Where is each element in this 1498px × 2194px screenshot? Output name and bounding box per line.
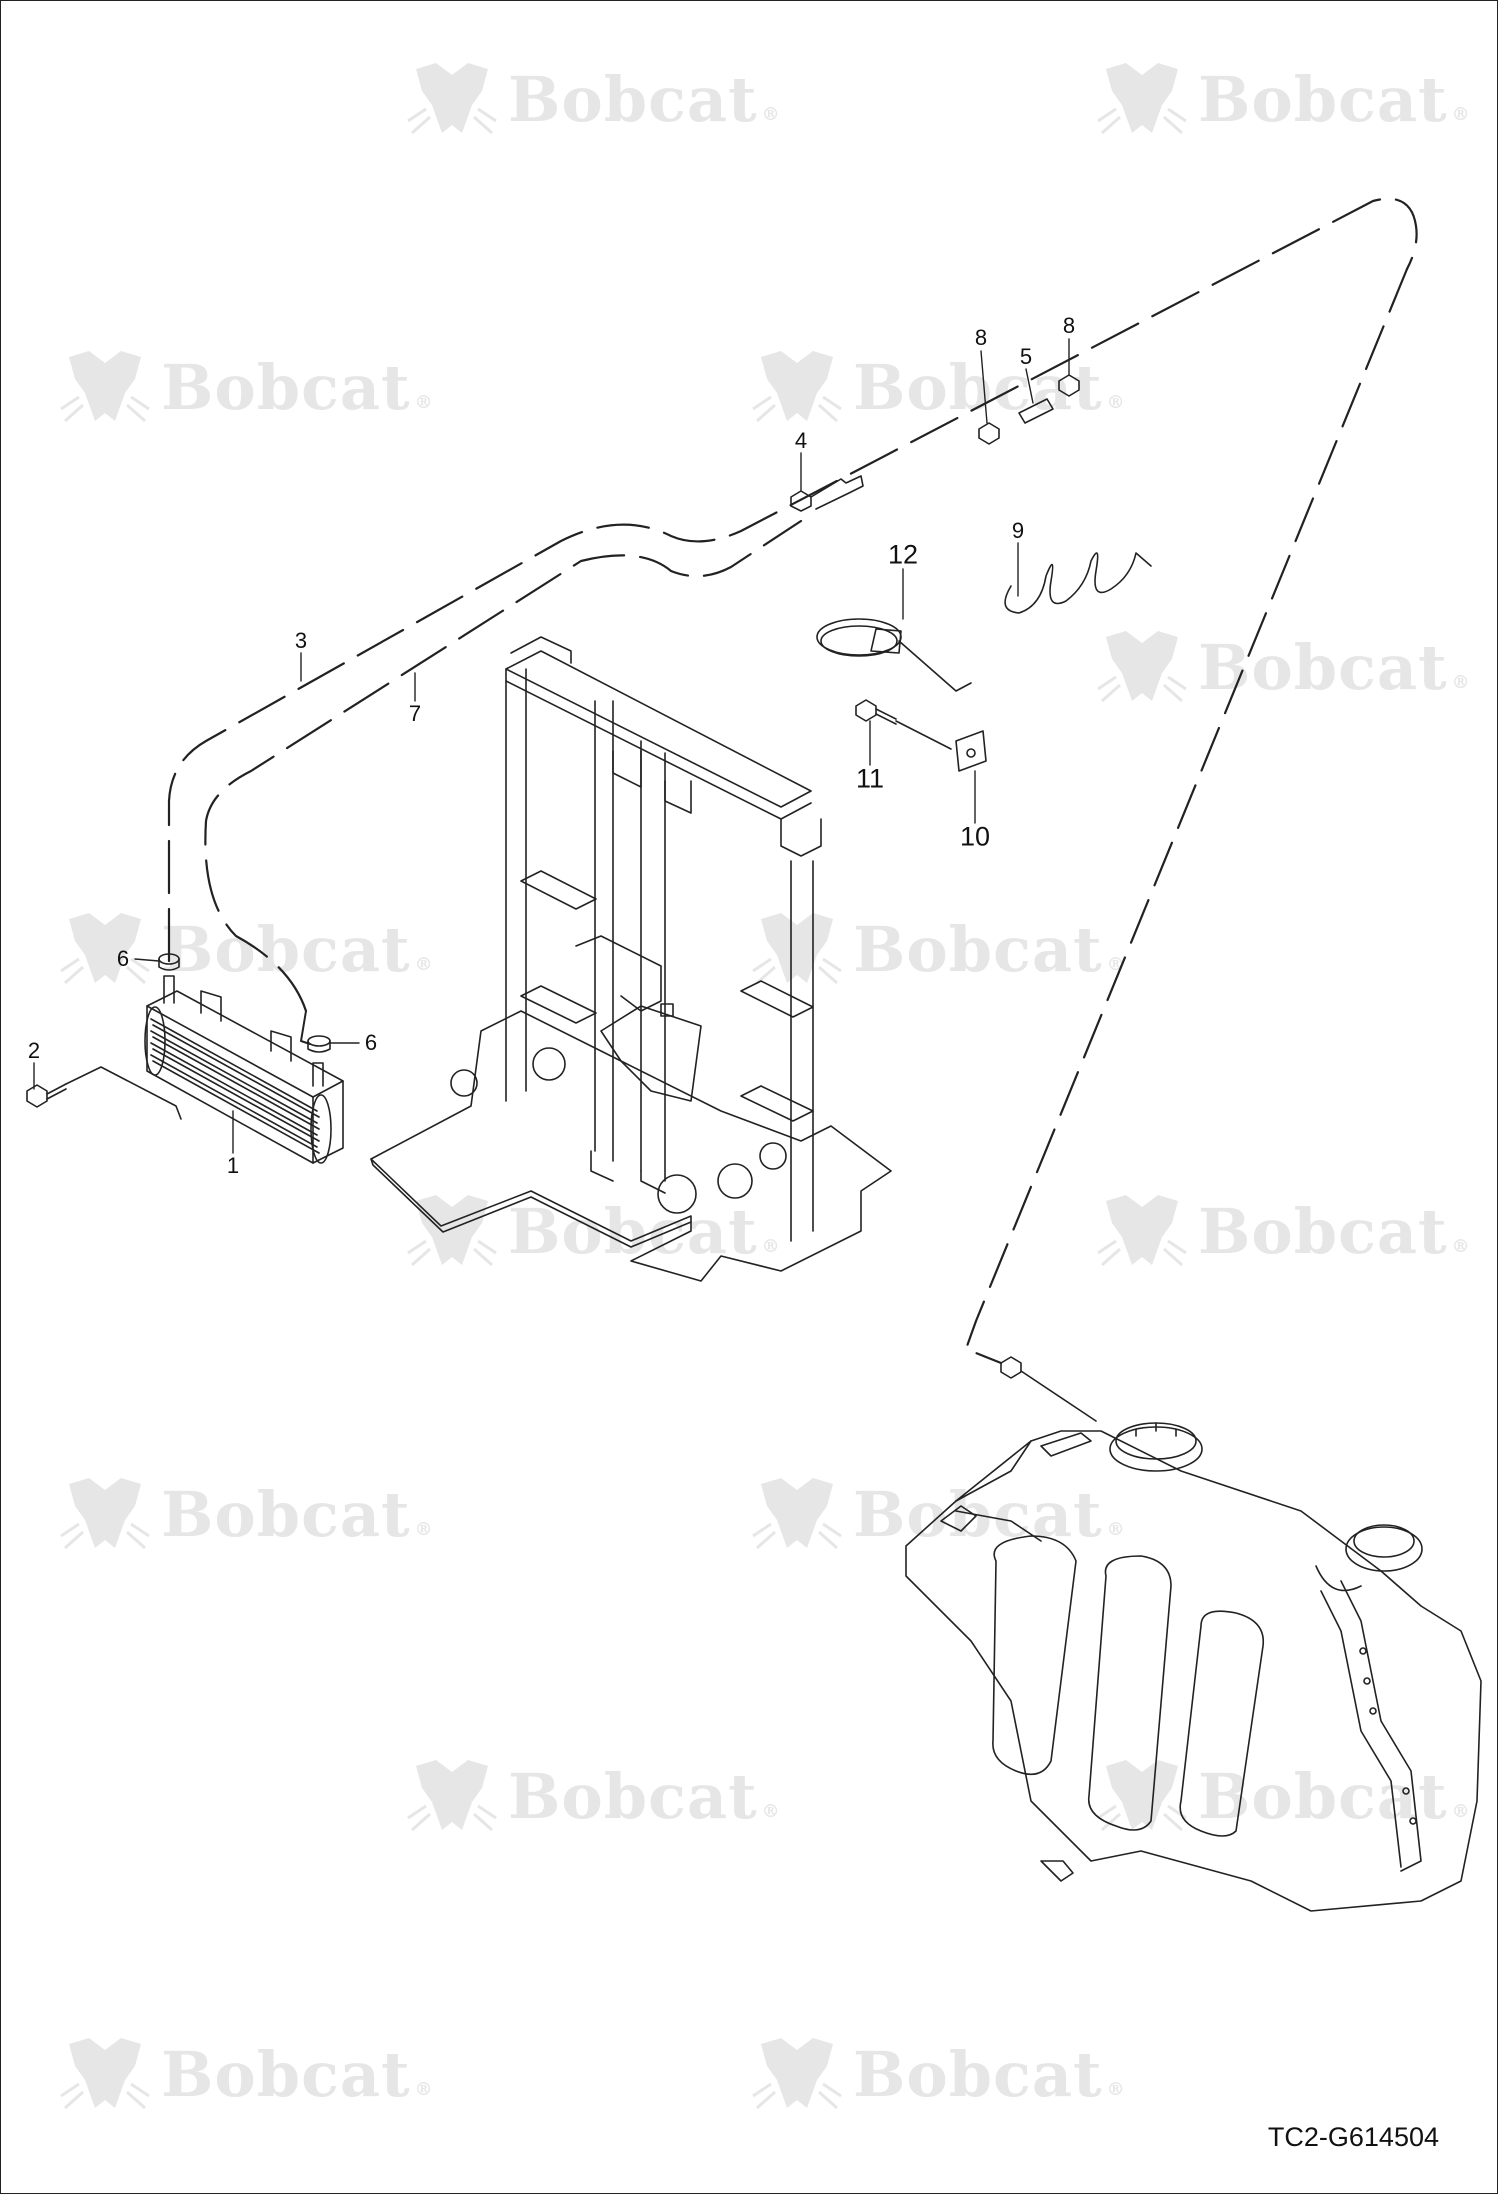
clamp-12 [816, 618, 972, 692]
fitting-6-upper [158, 953, 180, 971]
callout-12: 12 [887, 539, 919, 570]
callout-6b: 6 [364, 1030, 378, 1055]
fitting-6-lower [307, 1035, 331, 1053]
hose-7-dashed [204, 519, 803, 1013]
bolt-11 [855, 699, 952, 750]
callout-6a: 6 [116, 946, 130, 971]
spring-9 [1004, 552, 1152, 614]
callout-1: 1 [226, 1153, 240, 1178]
callout-4: 4 [794, 428, 808, 453]
callout-9: 9 [1011, 518, 1025, 543]
connector-4 [790, 475, 864, 512]
nut-8a [978, 422, 1000, 445]
callout-8a: 8 [974, 325, 988, 350]
callout-5: 5 [1019, 344, 1033, 369]
hose-3-dashed [167, 197, 1418, 963]
callout-7: 7 [408, 701, 422, 726]
leader-lines [33, 338, 1070, 1154]
plate-10 [955, 730, 987, 772]
bolt-2 [26, 1066, 182, 1120]
mounting-frame [370, 636, 892, 1282]
callout-2: 2 [27, 1038, 41, 1063]
oil-cooler [144, 975, 344, 1164]
hose-to-tank-dashed [964, 267, 1409, 1365]
nut-tank [1000, 1356, 1097, 1422]
callout-3: 3 [294, 628, 308, 653]
callout-8b: 8 [1062, 313, 1076, 338]
nut-8b [1058, 374, 1080, 397]
fluid-tank [905, 1422, 1482, 1912]
tube-5 [1018, 398, 1054, 424]
drawing-code: TC2-G614504 [1267, 2122, 1439, 2152]
callout-10: 10 [959, 821, 991, 852]
callout-11: 11 [855, 763, 885, 794]
